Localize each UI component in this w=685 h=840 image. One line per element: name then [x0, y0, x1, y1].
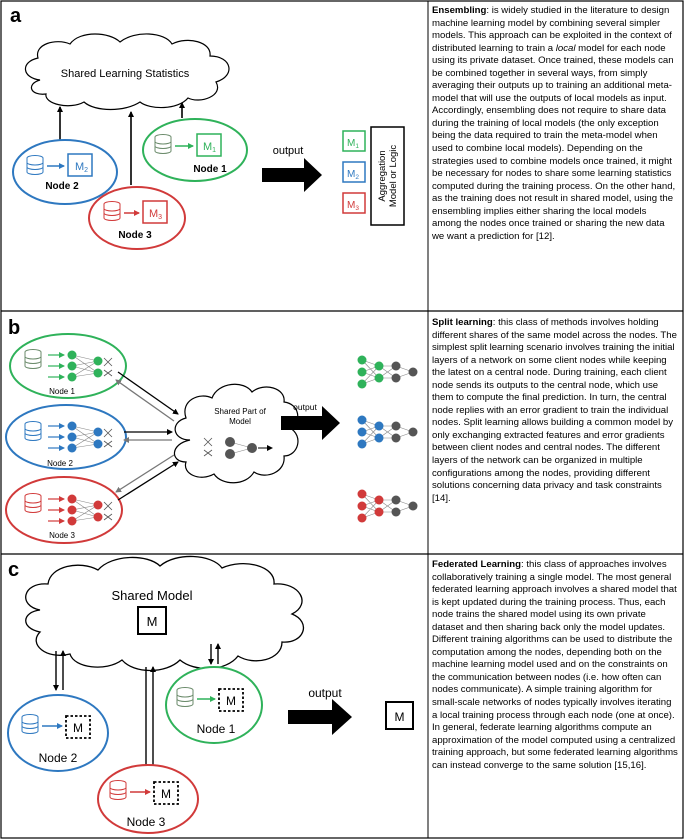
panel-a-text-body-1: : is widely studied in the literature to…: [432, 5, 672, 54]
panel-b-node2-label: Node 2: [47, 459, 73, 468]
database-icon: [154, 134, 172, 154]
panel-a-text-title: Ensembling: [432, 5, 487, 16]
panel-a-out-model1-box: [342, 130, 366, 152]
panel-b-node3-label: Node 3: [49, 531, 75, 540]
panel-b-output-net-green: [357, 355, 418, 389]
panel-c-output-model: M: [395, 710, 405, 724]
panel-a-aggregation-box: [370, 126, 405, 226]
panel-a-aggregation-line1: Aggregation: [377, 150, 388, 201]
panel-c-text-title: Federated Learning: [432, 559, 522, 570]
panel-c-node1-model-box: [218, 688, 244, 712]
panel-b-description: Split learning: this class of methods in…: [432, 317, 678, 505]
panel-c-node2-model-box: [65, 715, 91, 739]
panel-a-out-model1: M1: [347, 138, 359, 150]
panel-b-connection-arrows: [115, 371, 179, 501]
panel-b-text-body: : this class of methods involves holding…: [432, 317, 677, 504]
panel-a-out-model2: M2: [347, 169, 359, 181]
panel-b-output-net-blue: [357, 415, 418, 449]
panel-a-node3-model: M3: [149, 208, 162, 221]
panel-c-node2-ellipse: [7, 694, 109, 772]
database-icon: [24, 421, 42, 441]
panel-a-node2-label: Node 2: [45, 181, 79, 192]
panel-c-shared-model: M: [147, 614, 158, 629]
panel-a-cloud: [24, 33, 230, 111]
panel-c-node1-model: M: [226, 694, 236, 708]
panel-a-node3-model-box: [142, 200, 168, 224]
panel-a-out-model3-box: [342, 192, 366, 214]
panel-b-output-net-red: [357, 489, 418, 523]
panel-a-diagram: a Shared Learning Statistics M2 Node 2 M…: [10, 5, 405, 250]
panel-b-output-label: output: [293, 402, 317, 412]
panel-c-node1-label: Node 1: [197, 722, 236, 736]
panel-a-node1-model: M1: [203, 141, 216, 154]
panel-a-out-model2-box: [342, 161, 366, 183]
panel-a-text-body-2: model for each node using its private da…: [432, 42, 676, 242]
database-icon: [26, 155, 44, 175]
panel-a-cloud-label: Shared Learning Statistics: [61, 68, 190, 80]
panel-c-node3-model: M: [161, 787, 171, 801]
panel-b-diagram: b Node 1 Node 2: [5, 317, 418, 544]
panel-b-node1-label: Node 1: [49, 387, 75, 396]
panel-c-node1-ellipse: [165, 666, 263, 744]
panel-b-cloud: [173, 383, 299, 484]
panel-b-cloud-label-1: Shared Part of: [214, 407, 266, 416]
panel-c-node2-model: M: [73, 721, 83, 735]
panel-a-text-italic: local: [555, 42, 576, 54]
panel-c-cloud-label: Shared Model: [112, 588, 193, 603]
panel-a-node2-model-box: [67, 153, 93, 177]
database-icon: [21, 714, 39, 734]
panel-b-letter: b: [8, 317, 20, 339]
panel-c-letter: c: [8, 559, 19, 581]
database-icon: [109, 780, 127, 800]
database-icon: [103, 201, 121, 221]
panel-c-description: Federated Learning: this class of approa…: [432, 559, 678, 772]
panel-a-node1-label: Node 1: [193, 164, 227, 175]
database-icon: [24, 493, 42, 513]
panel-c-output-arrow: [288, 699, 352, 735]
panel-a-description: Ensembling: is widely studied in the lit…: [432, 5, 678, 243]
panel-c-node3-label: Node 3: [127, 815, 166, 829]
panel-c-output-label: output: [308, 686, 342, 700]
panel-c-node3-model-box: [153, 781, 179, 805]
panel-a-output-arrow: [262, 158, 322, 192]
panel-a-node3-label: Node 3: [118, 230, 152, 241]
panel-c-shared-model-box: [137, 606, 167, 635]
database-icon: [24, 349, 42, 369]
database-icon: [176, 687, 194, 707]
panel-a-out-model3: M3: [347, 200, 359, 212]
panel-b-cloud-label-2: Model: [229, 417, 251, 426]
panel-c-node2-label: Node 2: [39, 751, 78, 765]
panel-a-output-label: output: [273, 145, 304, 157]
panel-c-sync-arrows: [53, 643, 221, 773]
panel-c-diagram: c Shared Model M M Node 1 M Node 2: [7, 555, 414, 834]
panel-b-text-title: Split learning: [432, 317, 493, 328]
panel-a-aggregation-line2: Model or Logic: [388, 145, 399, 208]
panel-b-output-arrow: [281, 406, 340, 440]
panel-c-output-model-box: [385, 701, 414, 730]
panel-a-letter: a: [10, 5, 22, 27]
panel-a-node2-model: M2: [75, 161, 88, 174]
panel-a-node1-model-box: [196, 133, 222, 157]
panel-c-text-body: : this class of approaches involves coll…: [432, 559, 678, 771]
